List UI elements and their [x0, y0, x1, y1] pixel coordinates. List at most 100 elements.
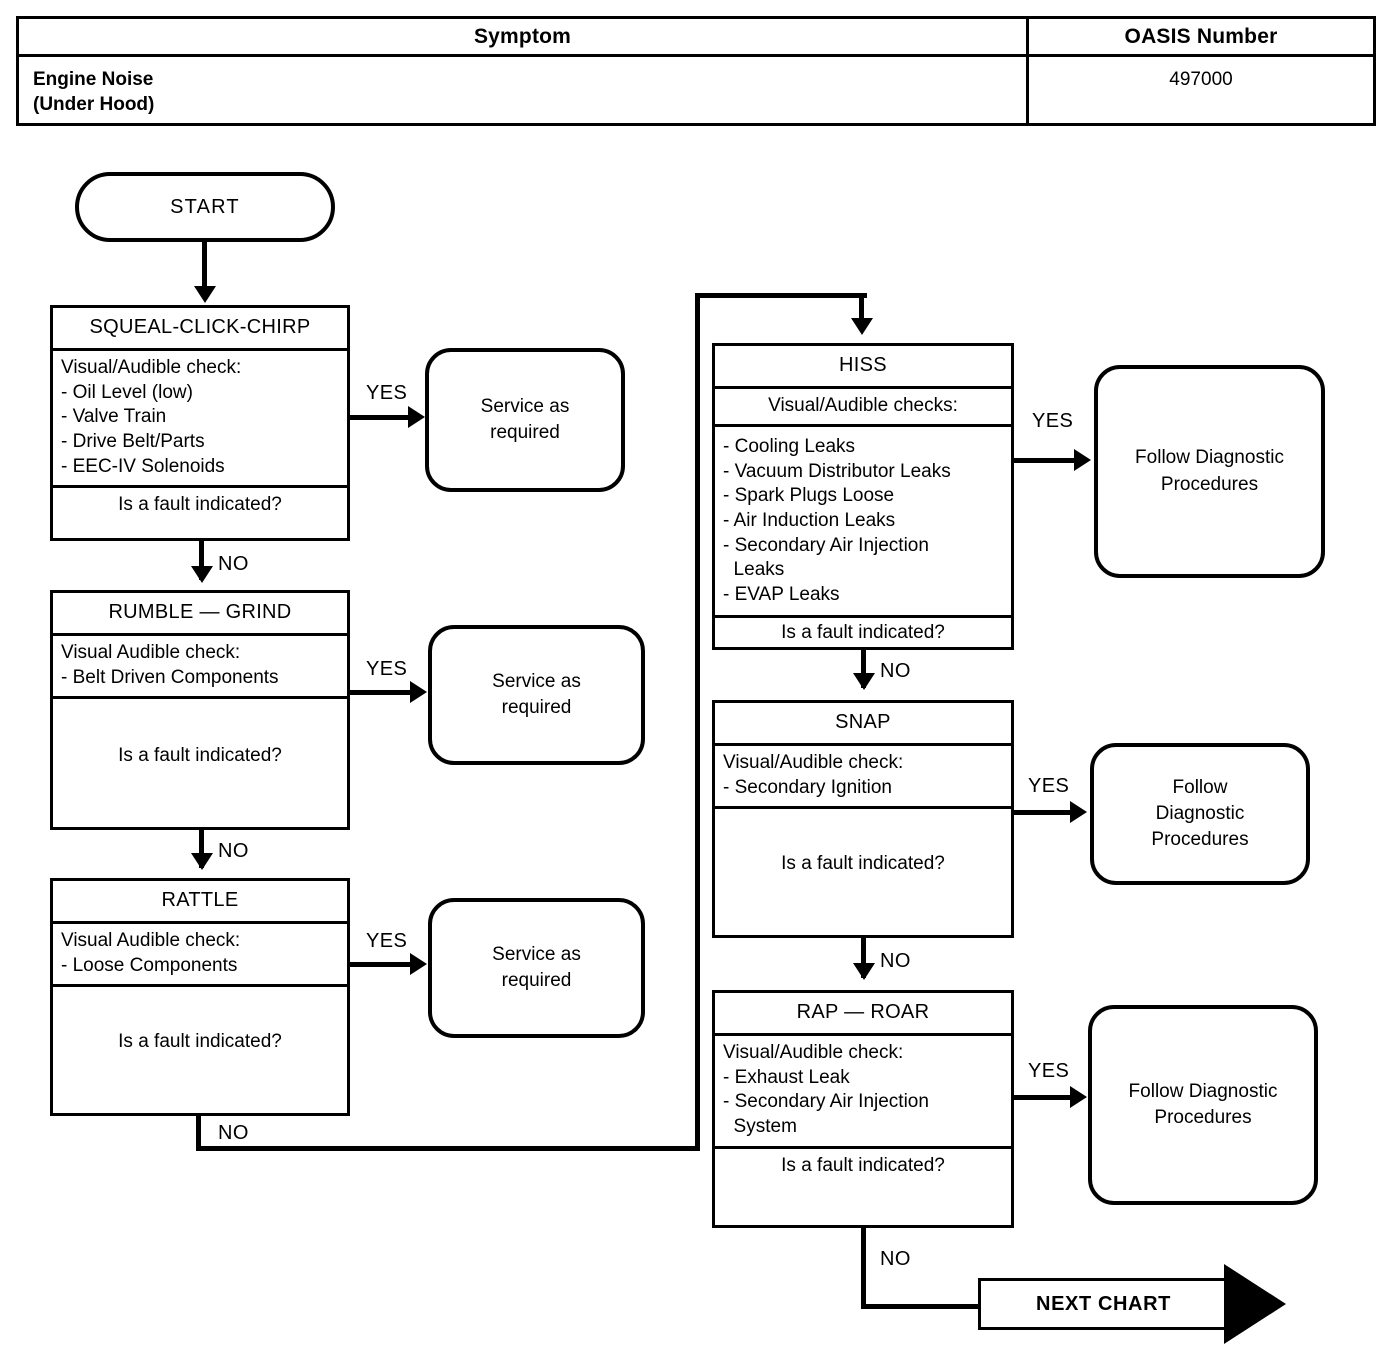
outcome-service-as-required-2: Service as required — [428, 625, 645, 765]
connector-rap-yes — [1014, 1095, 1072, 1100]
table-header-row: Symptom OASIS Number — [19, 19, 1373, 57]
node-snap-question: Is a fault indicated? — [781, 853, 945, 875]
edge-label-squeal-yes: YES — [366, 382, 408, 404]
node-rap-title: RAP — ROAR — [715, 993, 1011, 1036]
symptom-value-line2: (Under Hood) — [33, 94, 155, 116]
outcome-follow-diagnostic-procedures-3: Follow Diagnostic Procedures — [1088, 1005, 1318, 1205]
connector-hiss-no — [861, 650, 866, 688]
connector-squeal-no — [199, 541, 204, 580]
list-item: - Vacuum Distributor Leaks — [723, 460, 951, 482]
node-rap-checklist: Visual/Audible check: - Exhaust Leak - S… — [715, 1036, 1011, 1149]
outcome-service-2-label: Service as required — [492, 670, 581, 718]
node-squeal-question: Is a fault indicated? — [118, 494, 282, 516]
outcome-follow-diagnostic-procedures-1: Follow Diagnostic Procedures — [1094, 365, 1325, 578]
node-squeal-click-chirp: SQUEAL-CLICK-CHIRP Visual/Audible check:… — [50, 305, 350, 541]
arrowhead-snap-yes — [1070, 801, 1087, 823]
node-rap-check-header: Visual/Audible check: — [723, 1042, 904, 1063]
list-item: - EEC-IV Solenoids — [61, 455, 225, 477]
node-rattle-question: Is a fault indicated? — [118, 1031, 282, 1053]
symptom-oasis-table: Symptom OASIS Number Engine Noise (Under… — [16, 16, 1376, 126]
arrowhead-squeal-no — [191, 566, 213, 583]
connector-loop-into-hiss — [859, 293, 864, 321]
arrowhead-rumble-yes — [410, 681, 427, 703]
connector-loop-riser — [695, 293, 700, 1151]
edge-label-snap-no: NO — [880, 950, 911, 972]
node-rumble-grind: RUMBLE — GRIND Visual Audible check: - B… — [50, 590, 350, 830]
node-rumble-title: RUMBLE — GRIND — [53, 593, 347, 636]
arrowhead-start-to-squeal — [194, 286, 216, 303]
edge-label-hiss-no: NO — [880, 660, 911, 682]
node-snap-title: SNAP — [715, 703, 1011, 746]
arrowhead-snap-no — [853, 963, 875, 980]
edge-label-snap-yes: YES — [1028, 775, 1070, 797]
outcome-follow-2-label: Follow Diagnostic Procedures — [1151, 776, 1249, 851]
list-item: - Secondary Ignition — [723, 776, 892, 798]
next-chart-label-box[interactable]: NEXT CHART — [978, 1278, 1226, 1330]
edge-label-rattle-no: NO — [218, 1122, 249, 1144]
node-rattle-title: RATTLE — [53, 881, 347, 924]
arrowhead-hiss-no — [853, 673, 875, 690]
outcome-follow-diagnostic-procedures-2: Follow Diagnostic Procedures — [1090, 743, 1310, 885]
connector-hiss-yes — [1014, 458, 1076, 463]
node-hiss-title: HISS — [715, 346, 1011, 389]
outcome-service-1-label: Service as required — [480, 395, 570, 443]
table-column-divider-lower — [1026, 57, 1029, 123]
list-item: - Loose Components — [61, 954, 238, 976]
outcome-service-as-required-1: Service as required — [425, 348, 625, 492]
arrowhead-rap-yes — [1070, 1086, 1087, 1108]
node-snap-check-header: Visual/Audible check: — [723, 752, 904, 773]
edge-label-rumble-yes: YES — [366, 658, 408, 680]
node-rap-roar: RAP — ROAR Visual/Audible check: - Exhau… — [712, 990, 1014, 1228]
next-chart-arrow-icon — [1224, 1264, 1286, 1344]
arrowhead-hiss-yes — [1074, 449, 1091, 471]
connector-rattle-yes — [350, 962, 412, 967]
edge-label-rap-no: NO — [880, 1248, 911, 1270]
node-squeal-checklist: Visual/Audible check: - Oil Level (low) … — [53, 351, 347, 489]
node-hiss-checklist: - Cooling Leaks - Vacuum Distributor Lea… — [715, 427, 1011, 618]
edge-label-rap-yes: YES — [1028, 1060, 1070, 1082]
table-column-divider — [1026, 19, 1029, 54]
node-rumble-checklist: Visual Audible check: - Belt Driven Comp… — [53, 636, 347, 700]
column-header-symptom: Symptom — [473, 24, 572, 48]
connector-rattle-no-run — [196, 1146, 700, 1151]
start-label: START — [170, 195, 240, 218]
node-rap-question: Is a fault indicated? — [781, 1154, 945, 1176]
symptom-value: Engine Noise (Under Hood) — [33, 67, 1013, 117]
list-item: - Oil Level (low) — [61, 381, 193, 403]
connector-rattle-no-drop — [196, 1113, 201, 1151]
next-chart-label: NEXT CHART — [1036, 1292, 1171, 1315]
node-hiss: HISS Visual/Audible checks: - Cooling Le… — [712, 343, 1014, 650]
edge-label-rattle-yes: YES — [366, 930, 408, 952]
node-rumble-question: Is a fault indicated? — [118, 745, 282, 767]
node-hiss-question: Is a fault indicated? — [781, 621, 945, 643]
connector-rumble-yes — [350, 690, 412, 695]
list-item: - Air Induction Leaks — [723, 510, 896, 532]
node-hiss-check-header: Visual/Audible checks: — [715, 389, 1011, 427]
node-rattle-check-header: Visual Audible check: — [61, 930, 241, 951]
list-item: - EVAP Leaks — [723, 584, 840, 606]
node-squeal-check-header: Visual/Audible check: — [61, 357, 242, 378]
arrowhead-rattle-yes — [410, 953, 427, 975]
connector-rumble-no — [199, 830, 204, 868]
node-rattle: RATTLE Visual Audible check: - Loose Com… — [50, 878, 350, 1116]
connector-snap-yes — [1014, 810, 1072, 815]
edge-label-rumble-no: NO — [218, 840, 249, 862]
table-value-row: Engine Noise (Under Hood) 497000 — [19, 57, 1373, 123]
connector-start-to-squeal — [202, 240, 207, 288]
node-rattle-checklist: Visual Audible check: - Loose Components — [53, 924, 347, 988]
list-item: - Drive Belt/Parts — [61, 431, 205, 453]
list-item: - Belt Driven Components — [61, 666, 279, 688]
symptom-value-line1: Engine Noise — [33, 69, 154, 90]
node-squeal-title: SQUEAL-CLICK-CHIRP — [53, 308, 347, 351]
list-item: - Secondary Air Injection System — [723, 1091, 929, 1138]
node-snap-checklist: Visual/Audible check: - Secondary Igniti… — [715, 746, 1011, 810]
oasis-number-value: 497000 — [1169, 69, 1233, 90]
list-item: - Exhaust Leak — [723, 1066, 850, 1088]
outcome-follow-1-label: Follow Diagnostic Procedures — [1135, 447, 1284, 495]
edge-label-hiss-yes: YES — [1032, 410, 1074, 432]
connector-squeal-yes — [350, 415, 410, 420]
arrowhead-rumble-no — [191, 853, 213, 870]
start-terminator: START — [75, 172, 335, 242]
connector-snap-no — [861, 938, 866, 978]
